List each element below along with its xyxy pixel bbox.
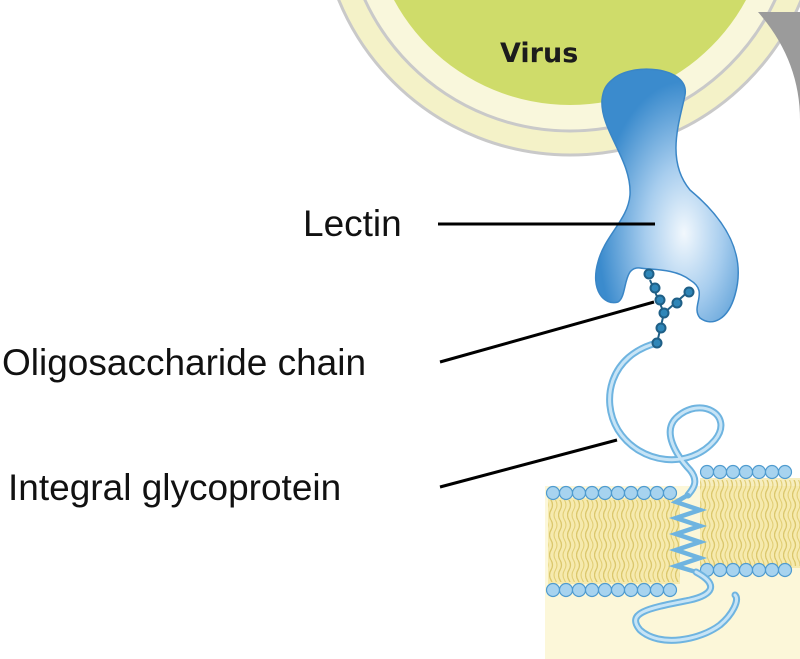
lipid-head — [738, 464, 754, 480]
lipid-head — [777, 464, 793, 480]
lipid-head — [584, 582, 600, 598]
lipid-head — [636, 582, 652, 598]
lipid-head — [571, 582, 587, 598]
membrane-yellow-fill-left — [548, 498, 680, 584]
lipid-head — [597, 582, 613, 598]
cell-membrane — [545, 464, 800, 659]
glycoprotein-transmembrane-helix — [668, 492, 708, 575]
lipid-heads — [545, 464, 793, 598]
lipid-head — [777, 562, 793, 578]
sugar-unit — [671, 297, 683, 309]
lectin — [594, 68, 740, 323]
sugar-unit — [651, 337, 663, 349]
lipid-head — [623, 485, 639, 501]
oligosaccharide-label: Oligosaccharide chain — [2, 342, 367, 383]
lipid-head — [699, 464, 715, 480]
lipid-head — [725, 562, 741, 578]
integral-glycoprotein — [606, 339, 740, 644]
lipid-head — [558, 485, 574, 501]
lipid-head — [649, 485, 665, 501]
glycoprotein-loop-highlight — [608, 341, 723, 497]
membrane-yellow-fill-right — [700, 478, 800, 568]
oligosaccharide-chain — [643, 268, 695, 349]
lipid-head — [738, 562, 754, 578]
lectin-label: Lectin — [303, 203, 402, 244]
lipid-head — [584, 485, 600, 501]
lipid-head — [751, 464, 767, 480]
lipid-head — [545, 485, 561, 501]
lipid-head — [712, 562, 728, 578]
lipid-head — [597, 485, 613, 501]
lipid-head — [662, 485, 678, 501]
virus — [337, 0, 800, 200]
lipid-head — [764, 562, 780, 578]
lipid-head — [725, 464, 741, 480]
virus-label: Virus — [500, 38, 579, 69]
sugar-unit — [654, 294, 666, 306]
virus-edge — [758, 12, 800, 120]
lipid-head — [751, 562, 767, 578]
sugar-unit — [683, 286, 695, 298]
lipid-head — [662, 582, 678, 598]
lipid-head — [623, 582, 639, 598]
sugar-unit — [649, 282, 661, 294]
glycoprotein-label: Integral glycoprotein — [8, 467, 342, 508]
glycoprotein-tail-highlight — [634, 570, 738, 642]
lipid-head — [545, 582, 561, 598]
oligosaccharide-leader-line — [439, 300, 655, 364]
sugar-unit — [655, 322, 667, 334]
lipid-head — [712, 464, 728, 480]
lipid-head — [558, 582, 574, 598]
lipid-head — [649, 582, 665, 598]
lipid-head — [636, 485, 652, 501]
sugar-unit — [658, 307, 670, 319]
lipid-head — [610, 485, 626, 501]
lipid-head — [610, 582, 626, 598]
lipid-head — [571, 485, 587, 501]
sugar-unit — [643, 268, 655, 280]
lipid-head — [764, 464, 780, 480]
glycoprotein-leader-line — [439, 438, 618, 489]
